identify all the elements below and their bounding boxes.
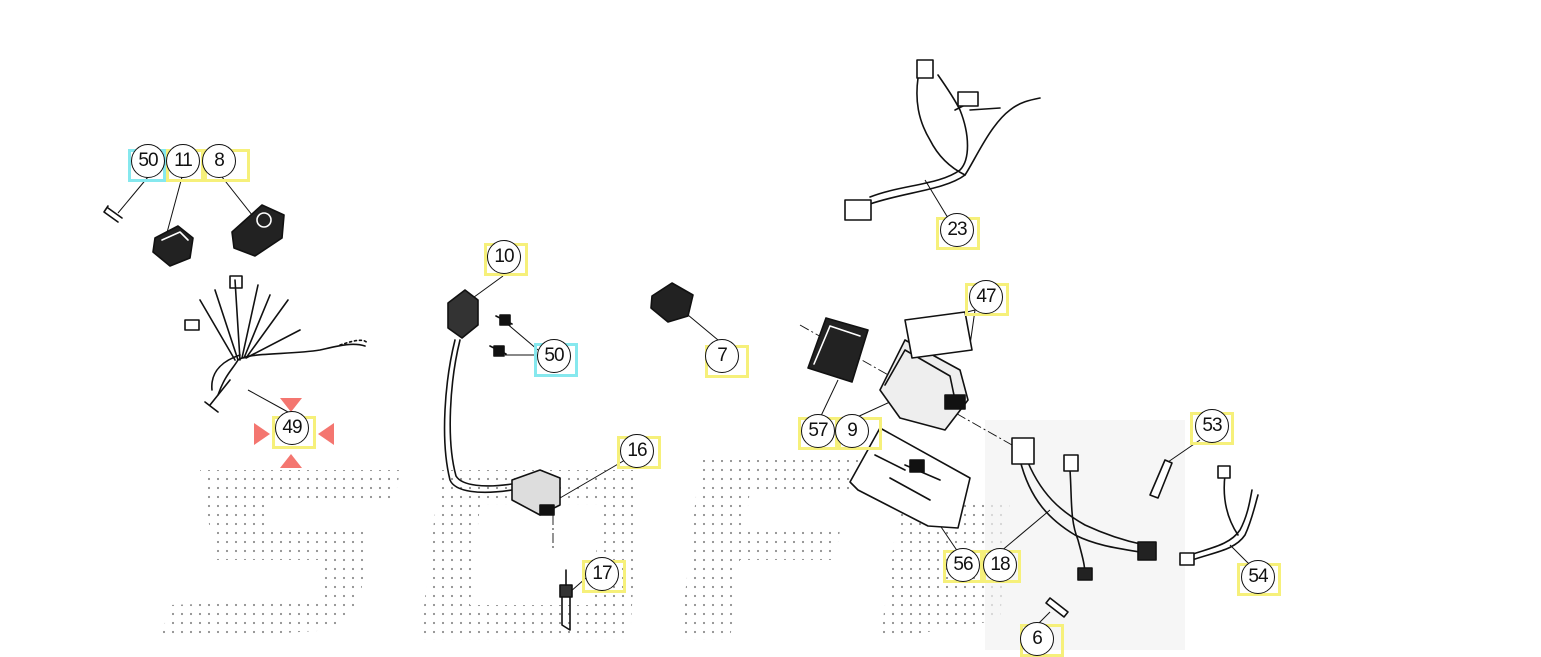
harness-54: [1179, 465, 1259, 566]
cdi-57: [807, 317, 869, 383]
screws-50-middle: [489, 314, 513, 357]
bracket-56: [849, 427, 971, 529]
callout-18[interactable]: 18: [983, 548, 1017, 582]
callout-53[interactable]: 53: [1195, 409, 1229, 443]
callout-7[interactable]: 7: [705, 339, 739, 373]
part-drawings: [103, 59, 1259, 631]
callout-6[interactable]: 6: [1020, 622, 1054, 656]
callout-8[interactable]: 8: [202, 144, 236, 178]
harness-18: [1011, 437, 1157, 581]
pin-53: [1149, 459, 1173, 499]
callout-16[interactable]: 16: [620, 434, 654, 468]
regulator-9: [879, 311, 973, 431]
callout-23[interactable]: 23: [940, 213, 974, 247]
relay-7: [650, 282, 694, 323]
callout-49[interactable]: 49: [275, 411, 309, 445]
selection-marker: [254, 398, 334, 468]
callout-11[interactable]: 11: [166, 144, 200, 178]
callout-9[interactable]: 9: [835, 414, 869, 448]
switch-11: [152, 225, 194, 267]
callout-57[interactable]: 57: [801, 414, 835, 448]
callout-50-left[interactable]: 50: [131, 144, 165, 178]
callout-54[interactable]: 54: [1241, 560, 1275, 594]
pin-6: [1045, 597, 1069, 618]
callout-56[interactable]: 56: [946, 548, 980, 582]
callout-17[interactable]: 17: [585, 557, 619, 591]
plug-cap-16: [511, 469, 561, 516]
callout-50-middle[interactable]: 50: [537, 339, 571, 373]
screw-50-left: [103, 205, 123, 223]
leader-lines: [117, 176, 1251, 626]
switch-8: [231, 204, 285, 257]
harness-49: [184, 275, 369, 413]
callout-10[interactable]: 10: [487, 240, 521, 274]
ignition-coil-10: [443, 289, 513, 494]
spark-plug-17: [559, 569, 573, 631]
callout-47[interactable]: 47: [969, 280, 1003, 314]
harness-23: [844, 59, 1041, 221]
